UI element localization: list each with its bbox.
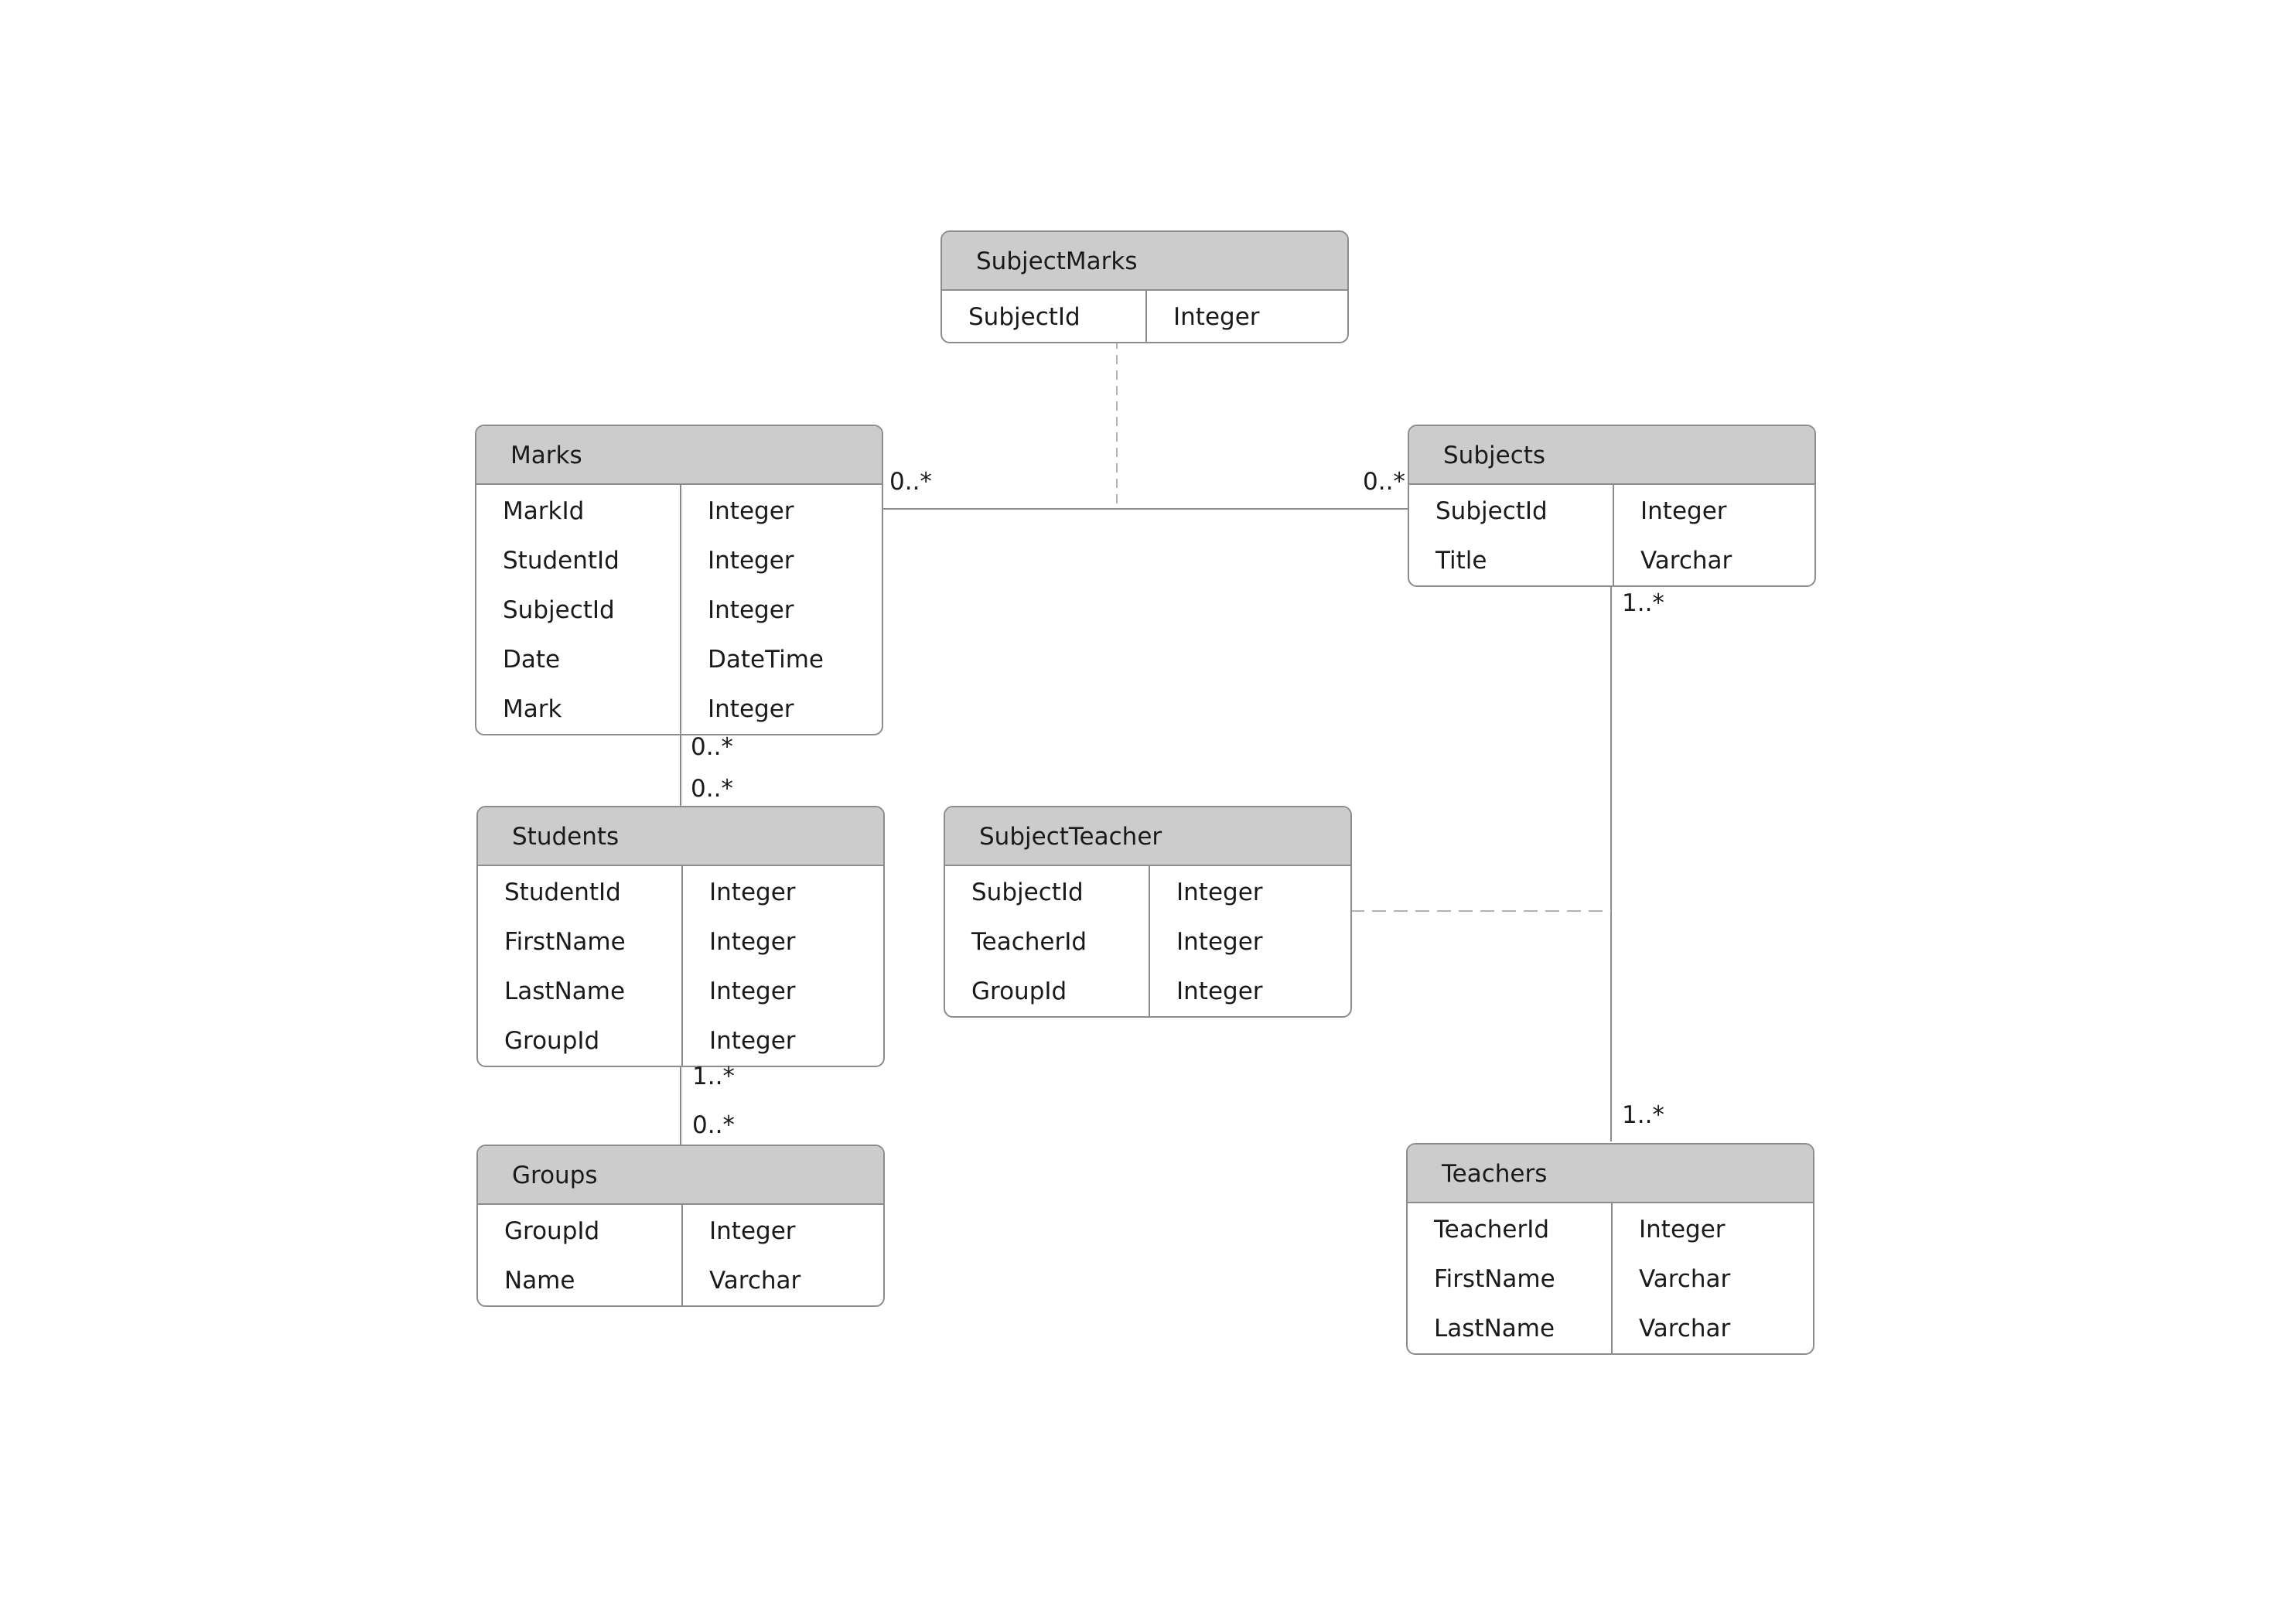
attribute-row: GroupId Integer (945, 967, 1350, 1016)
multiplicity-subjects-teachers-bottom: 1..* (1622, 1101, 1664, 1129)
entity-title: SubjectMarks (942, 232, 1347, 291)
attribute-name: TeacherId (1434, 1216, 1550, 1244)
attribute-row: Mark Integer (476, 684, 882, 734)
attribute-name: SubjectId (968, 303, 1080, 331)
multiplicity-marks-students-bottom: 0..* (691, 775, 733, 803)
attribute-row: StudentId Integer (476, 536, 882, 585)
attribute-name: FirstName (504, 928, 626, 956)
attribute-row: GroupId Integer (478, 1016, 883, 1066)
entity-title: Students (478, 807, 883, 866)
attribute-row: LastName Integer (478, 967, 883, 1016)
multiplicity-students-groups-top: 1..* (692, 1063, 735, 1090)
entity-attributes: SubjectId Integer TeacherId Integer Grou… (945, 866, 1350, 1016)
attribute-type: Varchar (709, 1267, 801, 1295)
attribute-row: Title Varchar (1409, 536, 1814, 585)
attribute-type: Integer (708, 547, 794, 575)
attribute-name: Name (504, 1267, 575, 1295)
entity-title: SubjectTeacher (945, 807, 1350, 866)
attribute-name: LastName (1434, 1315, 1555, 1343)
attribute-row: SubjectId Integer (942, 292, 1347, 342)
attribute-type: Integer (1176, 879, 1263, 906)
attribute-name: SubjectId (1435, 497, 1548, 525)
entity-attributes: SubjectId Integer Title Varchar (1409, 485, 1814, 585)
attribute-row: SubjectId Integer (945, 868, 1350, 917)
column-divider (1611, 1203, 1613, 1353)
entity-subject-teacher[interactable]: SubjectTeacher SubjectId Integer Teacher… (944, 806, 1352, 1018)
column-divider (681, 866, 683, 1066)
attribute-name: MarkId (503, 497, 585, 525)
entity-subjects[interactable]: Subjects SubjectId Integer Title Varchar (1408, 425, 1816, 587)
entity-attributes: GroupId Integer Name Varchar (478, 1205, 883, 1305)
multiplicity-students-groups-bottom: 0..* (692, 1111, 735, 1139)
attribute-row: StudentId Integer (478, 868, 883, 917)
column-divider (1145, 291, 1147, 342)
entity-groups[interactable]: Groups GroupId Integer Name Varchar (476, 1145, 885, 1307)
attribute-row: FirstName Integer (478, 917, 883, 967)
entity-attributes: StudentId Integer FirstName Integer Last… (478, 866, 883, 1066)
attribute-type: Varchar (1640, 547, 1732, 575)
attribute-name: Mark (503, 695, 562, 723)
entity-title: Subjects (1409, 426, 1814, 485)
attribute-type: Integer (709, 1027, 796, 1055)
attribute-name: Date (503, 646, 561, 674)
multiplicity-subjects-teachers-top: 1..* (1622, 589, 1664, 617)
attribute-name: FirstName (1434, 1265, 1555, 1293)
entity-attributes: TeacherId Integer FirstName Varchar Last… (1408, 1203, 1813, 1353)
attribute-type: DateTime (708, 646, 824, 674)
entity-title: Marks (476, 426, 882, 485)
attribute-row: Date DateTime (476, 635, 882, 684)
attribute-row: MarkId Integer (476, 486, 882, 536)
attribute-name: GroupId (971, 977, 1067, 1005)
attribute-name: GroupId (504, 1217, 600, 1245)
attribute-type: Varchar (1639, 1315, 1731, 1343)
attribute-name: SubjectId (503, 596, 615, 624)
multiplicity-marks-subjects-right: 0..* (1363, 468, 1405, 496)
attribute-type: Varchar (1639, 1265, 1731, 1293)
entity-title: Groups (478, 1146, 883, 1205)
attribute-type: Integer (708, 497, 794, 525)
attribute-type: Integer (709, 928, 796, 956)
attribute-type: Integer (709, 1217, 796, 1245)
attribute-row: FirstName Varchar (1408, 1254, 1813, 1304)
attribute-type: Integer (1176, 977, 1263, 1005)
entity-attributes: MarkId Integer StudentId Integer Subject… (476, 485, 882, 734)
entity-subject-marks[interactable]: SubjectMarks SubjectId Integer (940, 230, 1349, 343)
attribute-type: Integer (709, 879, 796, 906)
multiplicity-marks-students-top: 0..* (691, 733, 733, 761)
attribute-name: StudentId (504, 879, 621, 906)
entity-teachers[interactable]: Teachers TeacherId Integer FirstName Var… (1406, 1143, 1814, 1355)
entity-students[interactable]: Students StudentId Integer FirstName Int… (476, 806, 885, 1067)
attribute-name: GroupId (504, 1027, 600, 1055)
entity-title: Teachers (1408, 1145, 1813, 1203)
attribute-type: Integer (708, 695, 794, 723)
attribute-type: Integer (1639, 1216, 1726, 1244)
attribute-type: Integer (1173, 303, 1260, 331)
attribute-row: SubjectId Integer (476, 585, 882, 635)
attribute-type: Integer (708, 596, 794, 624)
attribute-name: StudentId (503, 547, 620, 575)
attribute-type: Integer (709, 977, 796, 1005)
column-divider (1149, 866, 1150, 1016)
column-divider (680, 485, 681, 734)
attribute-row: TeacherId Integer (1408, 1205, 1813, 1254)
attribute-type: Integer (1640, 497, 1727, 525)
attribute-row: SubjectId Integer (1409, 486, 1814, 536)
attribute-row: GroupId Integer (478, 1206, 883, 1256)
attribute-name: Title (1435, 547, 1487, 575)
entity-attributes: SubjectId Integer (942, 291, 1347, 342)
attribute-row: Name Varchar (478, 1256, 883, 1305)
column-divider (681, 1205, 683, 1305)
multiplicity-marks-subjects-left: 0..* (889, 468, 932, 496)
attribute-row: LastName Varchar (1408, 1304, 1813, 1353)
column-divider (1613, 485, 1614, 585)
attribute-name: LastName (504, 977, 626, 1005)
attribute-name: SubjectId (971, 879, 1084, 906)
attribute-type: Integer (1176, 928, 1263, 956)
attribute-name: TeacherId (971, 928, 1087, 956)
attribute-row: TeacherId Integer (945, 917, 1350, 967)
entity-marks[interactable]: Marks MarkId Integer StudentId Integer S… (475, 425, 883, 735)
